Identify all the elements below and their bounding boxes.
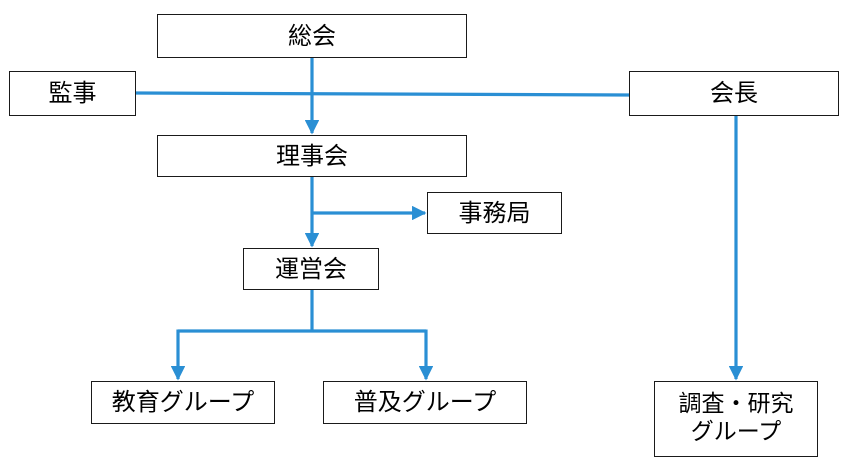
node-outreach-group-label: 普及グループ bbox=[353, 388, 497, 417]
node-secretariat: 事務局 bbox=[427, 192, 562, 234]
node-board-label: 理事会 bbox=[276, 141, 348, 170]
node-auditor-label: 監事 bbox=[48, 79, 97, 108]
node-chairperson: 会長 bbox=[629, 71, 839, 116]
node-auditor: 監事 bbox=[9, 71, 136, 116]
node-general-meeting: 総会 bbox=[157, 14, 467, 58]
node-steering-committee-label: 運営会 bbox=[275, 254, 347, 283]
node-education-group-label: 教育グループ bbox=[111, 388, 255, 417]
node-research-group-label-line1: 調査・研究 bbox=[678, 391, 794, 418]
node-secretariat-label: 事務局 bbox=[458, 198, 531, 227]
node-research-group-text: 調査・研究 グループ bbox=[679, 391, 794, 446]
node-board: 理事会 bbox=[157, 135, 467, 177]
edge-auditor-to-chair bbox=[135, 91, 630, 97]
node-general-meeting-label: 総会 bbox=[288, 21, 336, 50]
node-education-group: 教育グループ bbox=[91, 381, 275, 424]
node-steering-committee: 運営会 bbox=[243, 248, 379, 290]
node-chairperson-label: 会長 bbox=[710, 79, 758, 108]
node-research-group-label-line2: グループ bbox=[690, 419, 782, 445]
node-outreach-group: 普及グループ bbox=[323, 381, 527, 424]
node-research-group: 調査・研究 グループ bbox=[654, 381, 818, 457]
